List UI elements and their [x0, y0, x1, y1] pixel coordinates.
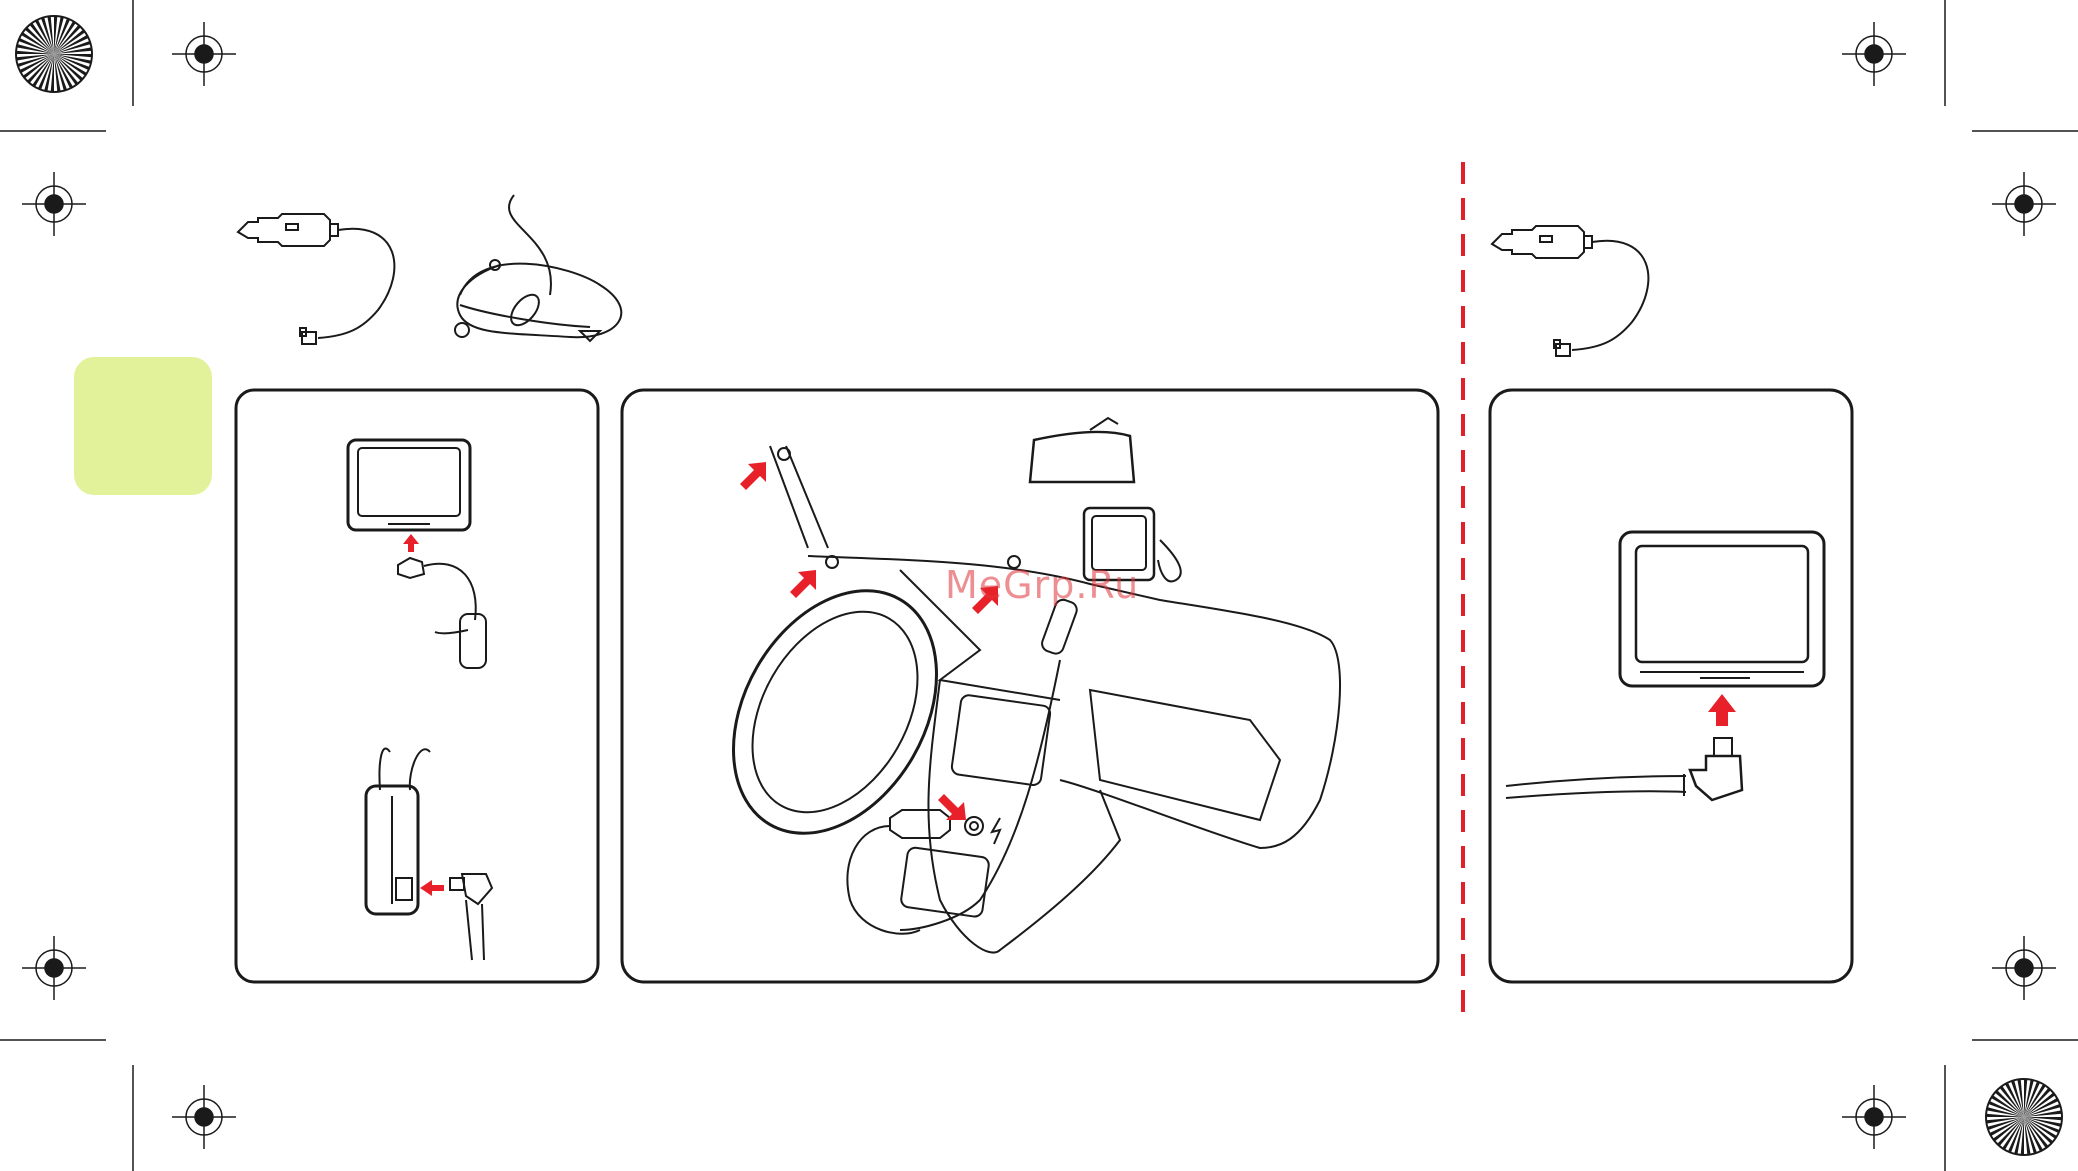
up-arrow-icon — [1708, 694, 1736, 726]
registration-mark-icon — [1992, 936, 2056, 1000]
red-arrow-icon — [938, 794, 966, 820]
starburst-ray — [2021, 1117, 2024, 1155]
registration-mark-icon — [172, 1085, 236, 1149]
registration-mark-icon — [1842, 22, 1906, 86]
red-arrow-icon — [790, 570, 816, 598]
starburst-ray — [54, 16, 57, 54]
dashboard-illustration-icon — [692, 418, 1340, 953]
starburst-ray — [16, 51, 54, 54]
car-charger-icon — [1492, 226, 1648, 356]
watermark: MeGrp.Ru — [945, 563, 1139, 607]
registration-mark-icon — [172, 22, 236, 86]
gps-device-icon — [1620, 532, 1824, 686]
registration-mark-icon — [1992, 172, 2056, 236]
red-arrow-group — [740, 462, 998, 820]
starburst-ray — [1986, 1114, 2024, 1117]
starburst-ray — [54, 54, 92, 57]
registration-mark-icon — [1842, 1085, 1906, 1149]
starburst-icon — [16, 16, 92, 92]
left-arrow-icon — [420, 880, 444, 896]
device-side-view-icon — [366, 748, 430, 914]
starburst-icon — [1986, 1079, 2062, 1155]
up-arrow-icon — [403, 534, 419, 552]
starburst-ray — [2024, 1079, 2027, 1117]
starburst-ray — [2024, 1117, 2062, 1120]
red-arrow-icon — [740, 462, 766, 490]
charger-plug-icon — [1506, 738, 1742, 800]
mount-strap-icon — [455, 195, 621, 341]
cable-connector-icon — [398, 558, 486, 668]
registration-mark-icon — [22, 172, 86, 236]
gps-device-icon — [348, 440, 470, 530]
car-charger-icon — [238, 214, 394, 344]
starburst-ray — [51, 54, 54, 92]
registration-mark-icon — [22, 936, 86, 1000]
usb-plug-icon — [450, 874, 492, 960]
